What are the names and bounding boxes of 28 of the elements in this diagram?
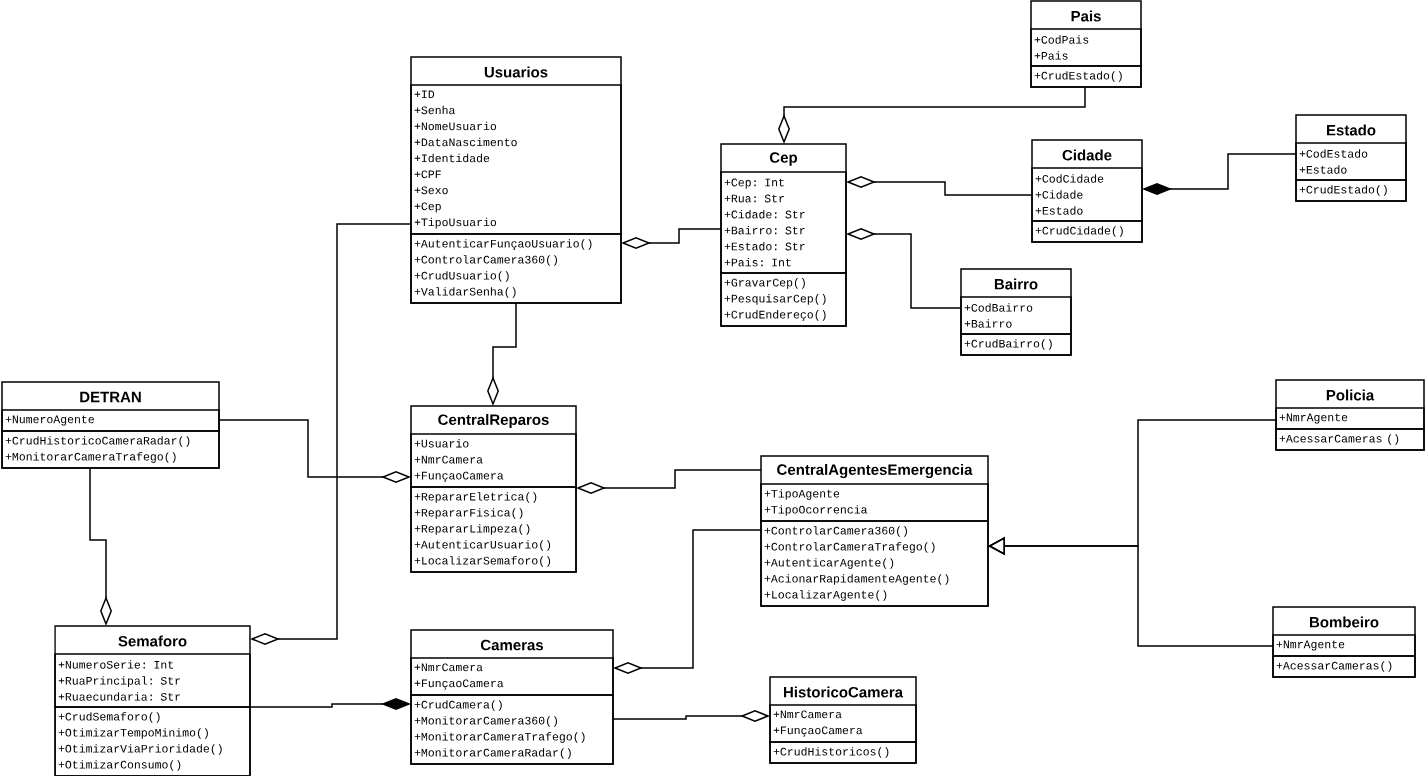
- attribute-list: +Usuario +NmrCamera +FunçaoCamera: [410, 433, 577, 488]
- method-list: +AcessarCameras(): [1272, 655, 1416, 678]
- attribute-list: +CodCidade +Cidade +Estado: [1031, 167, 1143, 222]
- method-list: +CrudHistoricos(): [769, 741, 917, 764]
- method-list: +ControlarCamera360() +ControlarCameraTrafego() +AutenticarAgente() +AcionarRapidamenteAgente() +LocalizarAgente(): [760, 520, 989, 607]
- attribute-list: +NumeroSerie: Int +RuaPrincipal: Str +Ruaecundaria: Str: [54, 653, 251, 708]
- attribute-list: +NmrCamera +FunçaoCamera: [769, 704, 917, 743]
- attribute-list: +ID +Senha +NomeUsuario +DataNascimento +Identidade +CPF +Sexo +Cep +TipoUsuario: [410, 84, 622, 235]
- method-list: +CrudHistoricoCameraRadar() +MonitorarCameraTrafego(): [1, 430, 220, 469]
- attribute-list: +CodPais +Pais: [1030, 28, 1142, 67]
- attribute-list: +Cep: Int +Rua: Str +Cidade: Str +Bairro: Str +Estado: Str +Pais: Int: [720, 171, 847, 274]
- attribute-list: +NumeroAgente: [1, 409, 220, 432]
- method-list: +CrudCidade(): [1031, 220, 1143, 243]
- attribute-list: +NmrAgente: [1272, 634, 1416, 657]
- method-list: +CrudCamera() +MonitorarCamera360() +MonitorarCameraTrafego() +MonitorarCameraRadar(): [410, 694, 614, 765]
- method-list: +RepararEletrica() +RepararFisica() +RepararLimpeza() +AutenticarUsuario() +LocalizarSemaforo(): [410, 486, 577, 573]
- method-list: +AcessarCameras (): [1275, 428, 1425, 451]
- attribute-list: +NmrAgente: [1275, 407, 1425, 430]
- attribute-list: +TipoAgente +TipoOcorrencia: [760, 483, 989, 522]
- attribute-list: +CodEstado +Estado: [1295, 142, 1407, 181]
- method-list: +CrudBairro(): [960, 333, 1072, 356]
- attribute-list: +CodBairro +Bairro: [960, 296, 1072, 335]
- method-list: +CrudSemaforo() +OtimizarTempoMinimo() +OtimizarViaPrioridade() +OtimizarConsumo(): [54, 706, 251, 776]
- method-list: +CrudEstado(): [1030, 65, 1142, 88]
- method-list: +AutenticarFunçaoUsuario() +ControlarCamera360() +CrudUsuario() +ValidarSenha(): [410, 233, 622, 304]
- attribute-list: +NmrCamera +FunçaoCamera: [410, 657, 614, 696]
- method-list: +CrudEstado(): [1295, 179, 1407, 202]
- method-list: +GravarCep() +PesquisarCep() +CrudEndereço(): [720, 272, 847, 327]
